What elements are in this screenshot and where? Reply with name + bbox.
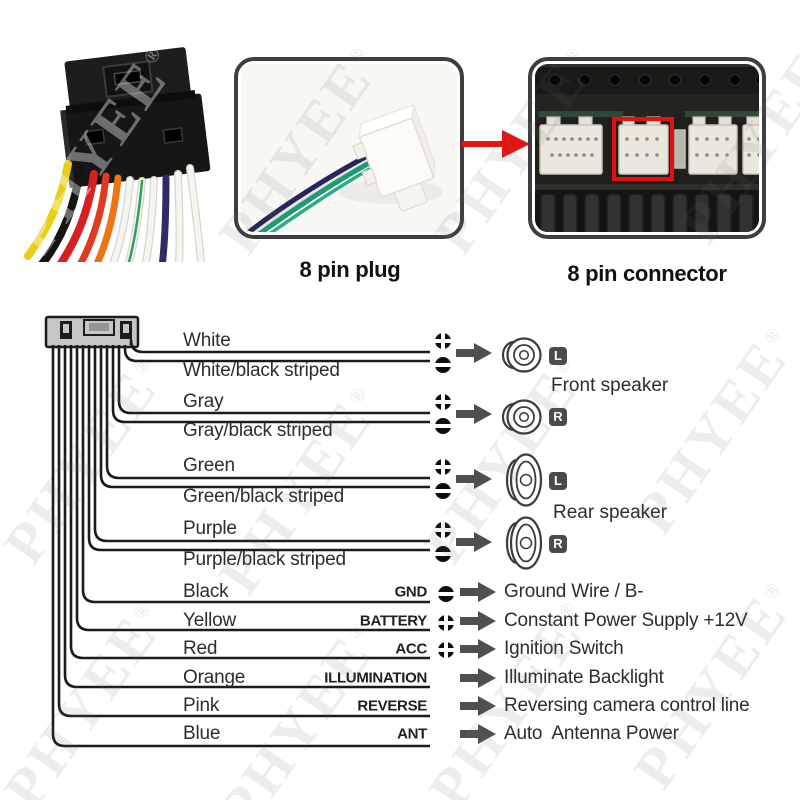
terminal-reverse: REVERSE xyxy=(357,697,427,715)
plus-icon xyxy=(435,522,451,538)
diagram-connector-block xyxy=(44,315,140,349)
arrow-rear-left xyxy=(456,469,492,489)
wire-label-red: Red xyxy=(183,638,218,659)
function-acc: Ignition Switch xyxy=(504,638,624,659)
wire-label-pink: Pink xyxy=(183,695,220,716)
wire-line-purple xyxy=(93,345,430,543)
harness-wires xyxy=(24,160,206,262)
function-ant: Auto Antenna Power xyxy=(504,723,679,744)
red-arrow-icon xyxy=(462,130,530,158)
terminal-battery: BATTERY xyxy=(359,612,427,630)
front-speaker-label: Front speaker xyxy=(551,375,669,396)
plus-icon xyxy=(435,394,451,410)
wire-line-black xyxy=(81,345,430,604)
wire-label-white-black: White/black striped xyxy=(183,360,340,381)
wire-line-red xyxy=(69,345,430,660)
arrow-front-right xyxy=(456,404,492,424)
arrow-rear-right xyxy=(456,532,492,552)
wire-label-green-black: Green/black striped xyxy=(183,486,344,507)
wire-line-orange xyxy=(63,345,430,689)
wire-line-gray-black xyxy=(111,345,430,424)
front-speaker-right-icon xyxy=(501,399,542,435)
wire-line-gray xyxy=(117,345,430,415)
minus-icon xyxy=(438,586,454,602)
rear-speaker-left-icon xyxy=(505,453,543,507)
wire-label-purple: Purple xyxy=(183,518,237,539)
wire-label-green: Green xyxy=(183,455,235,476)
connector-panel xyxy=(528,57,766,239)
channel-badge-front-right: R xyxy=(549,408,567,426)
channel-badge-front-left: L xyxy=(549,347,567,365)
wire-label-white: White xyxy=(183,330,231,351)
wire-label-black: Black xyxy=(183,581,229,602)
channel-badge-rear-left: L xyxy=(549,472,567,490)
wire-line-pink xyxy=(57,345,430,718)
connector-photo xyxy=(535,64,759,232)
wire-line-white-black xyxy=(123,345,430,363)
plus-icon xyxy=(438,642,454,658)
rear-speaker-right-icon xyxy=(505,516,543,570)
function-ground: Ground Wire / B- xyxy=(504,581,644,602)
arrow-illumination xyxy=(460,668,496,688)
arrow-front-left xyxy=(456,343,492,363)
harness-connector-body xyxy=(60,47,211,189)
wire-line-blue xyxy=(51,345,430,748)
wire-line-purple-black xyxy=(87,345,430,552)
wire-label-yellow: Yellow xyxy=(183,610,237,631)
heatsink-fins xyxy=(540,193,759,232)
wire-label-blue: Blue xyxy=(183,723,221,744)
wire-label-purple-black: Purple/black striped xyxy=(183,549,346,570)
arrow-ant xyxy=(460,724,496,744)
rear-speaker-label: Rear speaker xyxy=(553,502,668,523)
terminal-illumination: ILLUMINATION xyxy=(324,669,427,687)
wire-line-yellow xyxy=(75,345,430,632)
plug-photo xyxy=(241,64,457,232)
plug-body xyxy=(352,103,436,212)
plug-panel xyxy=(234,57,464,239)
terminal-acc: ACC xyxy=(395,640,427,658)
wire-line-white xyxy=(129,338,430,354)
minus-icon xyxy=(435,357,451,373)
wire-label-gray: Gray xyxy=(183,391,224,412)
plus-icon xyxy=(435,459,451,475)
highlight-box xyxy=(612,117,674,181)
connector-caption: 8 pin connector xyxy=(567,261,727,286)
harness-photo xyxy=(24,47,211,262)
terminal-gnd: GND xyxy=(394,583,428,601)
arrow-reverse xyxy=(460,696,496,716)
wire-label-orange: Orange xyxy=(183,667,246,688)
wire-line-green xyxy=(105,345,430,480)
terminal-ant: ANT xyxy=(397,725,427,743)
minus-icon xyxy=(435,483,451,499)
wire-line-green-black xyxy=(99,345,430,489)
function-illumination: Illuminate Backlight xyxy=(504,667,664,688)
plus-icon xyxy=(435,333,451,349)
minus-icon xyxy=(435,418,451,434)
arrow-gnd xyxy=(460,582,496,602)
function-reverse: Reversing camera control line xyxy=(504,695,750,716)
wire-label-gray-black: Gray/black striped xyxy=(183,420,333,441)
plus-icon xyxy=(438,615,454,631)
plug-caption: 8 pin plug xyxy=(299,257,401,282)
function-battery: Constant Power Supply +12V xyxy=(504,610,748,631)
arrow-acc xyxy=(460,639,496,659)
channel-badge-rear-right: R xyxy=(549,535,567,553)
front-speaker-left-icon xyxy=(501,337,542,373)
minus-icon xyxy=(435,546,451,562)
arrow-battery xyxy=(460,611,496,631)
